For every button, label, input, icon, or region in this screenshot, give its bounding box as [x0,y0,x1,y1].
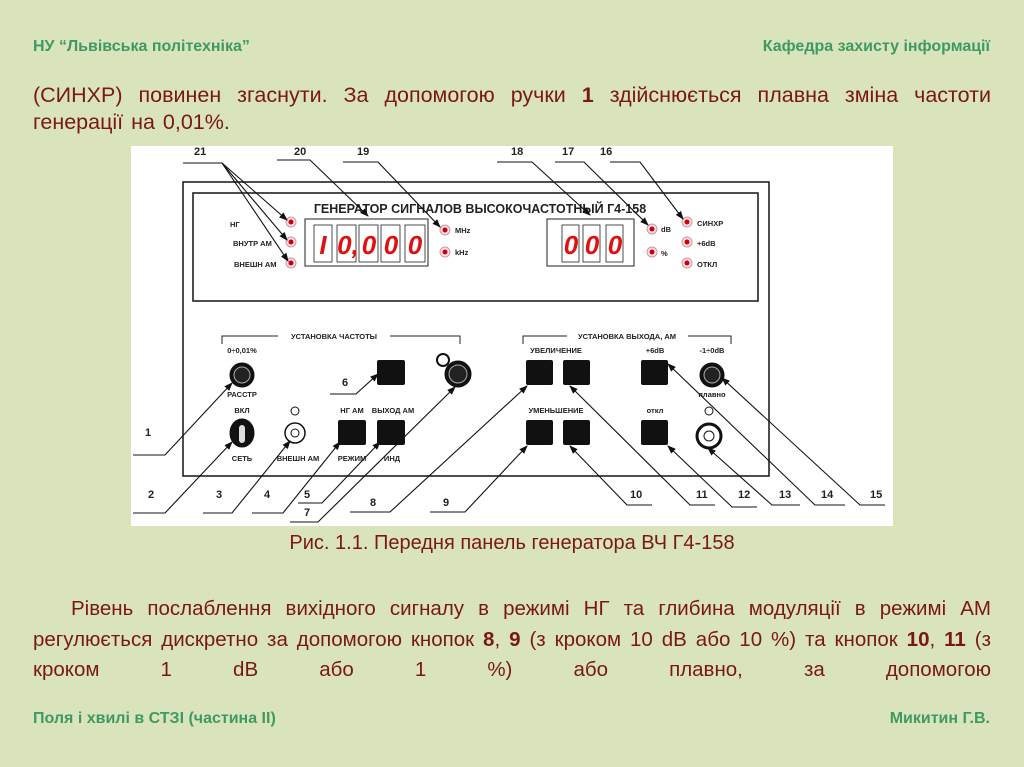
callout-15: 15 [870,489,882,501]
button-9 [526,420,553,445]
level-digit: 0 [608,230,623,260]
callout-21: 21 [194,146,206,158]
callout-16: 16 [600,146,612,158]
callout-1: 1 [145,427,151,439]
callout-7: 7 [304,507,310,519]
freq-digit: I [319,230,327,260]
bold-ref: 9 [509,627,521,651]
panel-title: ГЕНЕРАТОР СИГНАЛОВ ВЫСОКОЧАСТОТНЫЙ Г4-15… [314,201,646,216]
callout-3: 3 [216,489,222,501]
callout-11: 11 [696,489,708,501]
callout-17: 17 [562,146,574,158]
callout-9: 9 [443,497,449,509]
button-4 [338,420,366,445]
panel-outer [182,181,770,477]
led-label-db: dB [661,225,672,234]
button-6 [377,360,405,385]
figure-caption: Рис. 1.1. Передня панель генератора ВЧ Г… [289,532,735,554]
mode-label: РЕЖИМ [338,454,366,463]
increase-label: УВЕЛИЧЕНИЕ [530,346,582,355]
bold-ref: 8 [483,627,495,651]
text: здійснюється плавна зміна частоти генера… [33,83,991,134]
fine-tune-label: 0÷0,01% [227,346,257,355]
text: (з кроком 10 dB або 10 %) та кнопок [520,627,907,651]
freq-group-label: УСТАНОВКА ЧАСТОТЫ [291,332,377,341]
bold-ref: 1 [581,83,594,107]
text: Рівень послаблення вихідного сигналу в р… [33,597,991,651]
freq-digit: 0 [384,230,399,260]
text: , [929,627,945,651]
off-button-label: откл [647,406,664,415]
led-label-mhz: MHz [455,226,471,235]
bold-ref: 11 [944,627,966,651]
level-digit: 0 [585,230,600,260]
power-on-label: ВКЛ [234,406,249,415]
callout-12: 12 [738,489,750,501]
callout-19: 19 [357,146,369,158]
level-digit: 0 [564,230,579,260]
rasstr-label: РАССТР [227,390,257,399]
callout-8: 8 [370,497,376,509]
freq-digit: 0 [362,230,377,260]
freq-digit: 0, [337,230,359,260]
range-label: -1÷0dB [700,346,726,355]
footer-author: Микитин Г.В. [889,710,990,727]
intro-paragraph: (СИНХР) повинен згаснути. За допомогою р… [33,82,991,136]
body-paragraph: Рівень послаблення вихідного сигналу в р… [33,594,991,686]
led-indicators [285,216,693,269]
callout-4: 4 [264,489,271,501]
led-label-int-am: ВНУТР АМ [233,239,272,248]
push-buttons [338,360,668,445]
freq-digit: 0 [408,230,423,260]
plus6db-button-label: +6dB [646,346,665,355]
led-label-ext-am: ВНЕШН АМ [234,260,277,269]
header-department: Кафедра захисту інформації [762,38,990,55]
text: (з кроком 1 dB або 1 %) або плавно, за д… [33,627,991,682]
button-14 [641,360,668,385]
ng-am-label: НГ АМ [340,406,363,415]
bold-ref: 10 [906,627,930,651]
display-panel [192,192,759,302]
button-5 [377,420,405,445]
callout-14: 14 [821,489,834,501]
led-label-ng: НГ [230,220,240,229]
mains-label: СЕТЬ [232,454,253,463]
callout-6: 6 [342,377,348,389]
led-label-sync: СИНХР [697,219,723,228]
callout-2: 2 [148,489,154,501]
leader-lines [133,159,885,523]
header-institution: НУ “Львівська політехніка” [33,38,250,55]
ext-am-input-label: ВНЕШН АМ [277,454,320,463]
callout-18: 18 [511,146,523,158]
callout-numbers: 1 2 3 4 5 6 7 8 9 10 11 12 13 14 15 16 1… [145,146,882,519]
decrease-label: УМЕНЬШЕНИЕ [528,406,583,415]
button-8 [526,360,553,385]
callout-10: 10 [630,489,642,501]
button-11 [563,360,590,385]
callout-13: 13 [779,489,791,501]
callout-5: 5 [304,489,310,501]
text: , [494,627,510,651]
led-label-percent: % [661,249,668,258]
freq-display [304,218,429,267]
button-12 [641,420,668,445]
level-display [546,218,635,267]
led-label-off: ОТКЛ [697,260,717,269]
footer-course: Поля і хвилі в СТЗІ (частина ІІ) [33,710,276,727]
led-label-khz: kHz [455,248,469,257]
button-10 [563,420,590,445]
output-am-label: ВЫХОД АМ [372,406,414,415]
output-group-label: УСТАНОВКА ВЫХОДА, АМ [578,332,676,341]
ind-label: ИНД [384,454,401,463]
smooth-label: плавно [698,390,726,399]
text: (СИНХР) повинен згаснути. За допомогою р… [33,83,582,107]
callout-20: 20 [294,146,306,158]
led-label-plus6db: +6dB [697,239,716,248]
